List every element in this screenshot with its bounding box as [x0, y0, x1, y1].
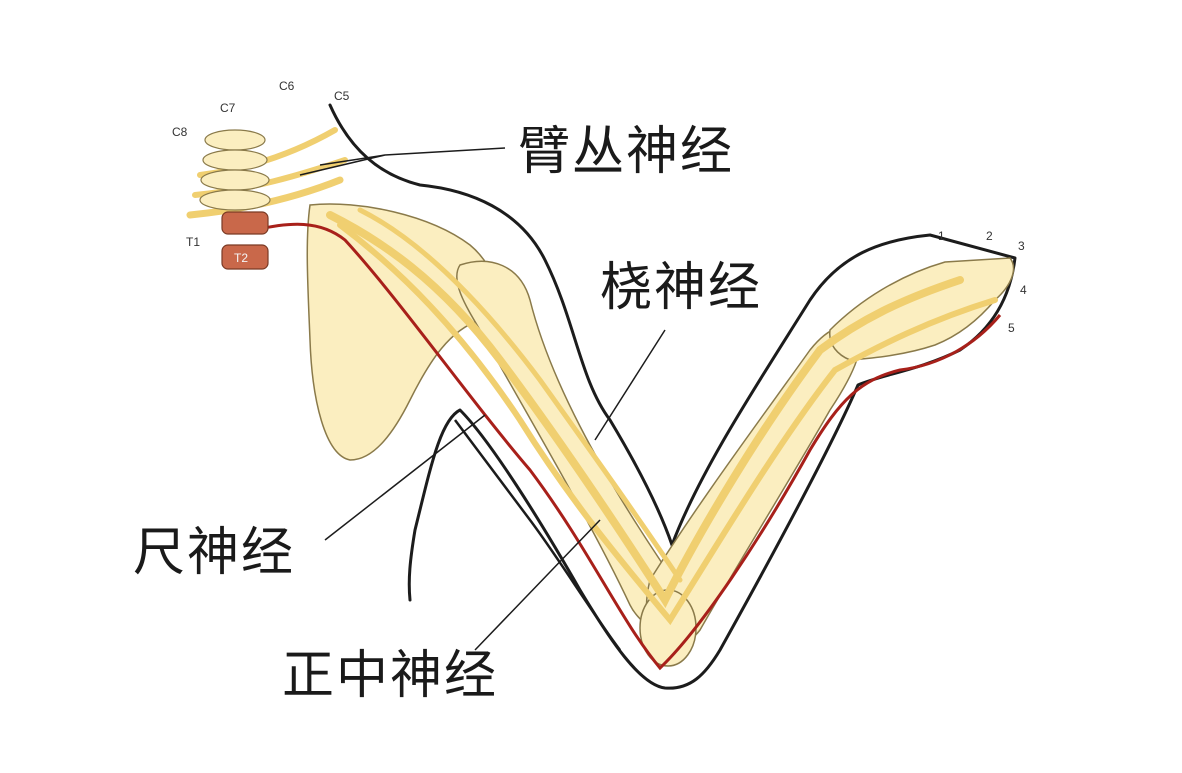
cervical-vertebrae: [199, 129, 271, 270]
scapula: [306, 203, 497, 461]
inner-arm-line: [454, 419, 622, 651]
finger-number-2: 2: [986, 229, 993, 243]
label-median-nerve: 正中神经: [282, 646, 499, 706]
nerve-bundle: [186, 127, 998, 626]
label-radial-nerve: 桡神经: [600, 258, 763, 318]
label-t1: T1: [186, 235, 200, 249]
label-c6: C6: [279, 79, 295, 93]
artery-line: [254, 222, 1002, 671]
hand: [829, 257, 1015, 361]
finger-number-4: 4: [1020, 283, 1027, 297]
label-c8: C8: [172, 125, 188, 139]
label-c7: C7: [220, 101, 236, 115]
finger-number-3: 3: [1018, 239, 1025, 253]
label-ulnar-nerve: 尺神经: [133, 523, 296, 583]
label-t2: T2: [234, 251, 248, 265]
label-brachial-plexus: 臂丛神经: [518, 122, 735, 182]
finger-number-5: 5: [1008, 321, 1015, 335]
finger-number-1: 1: [938, 229, 945, 243]
leader-lines: [299, 147, 666, 651]
label-c5: C5: [334, 89, 350, 103]
